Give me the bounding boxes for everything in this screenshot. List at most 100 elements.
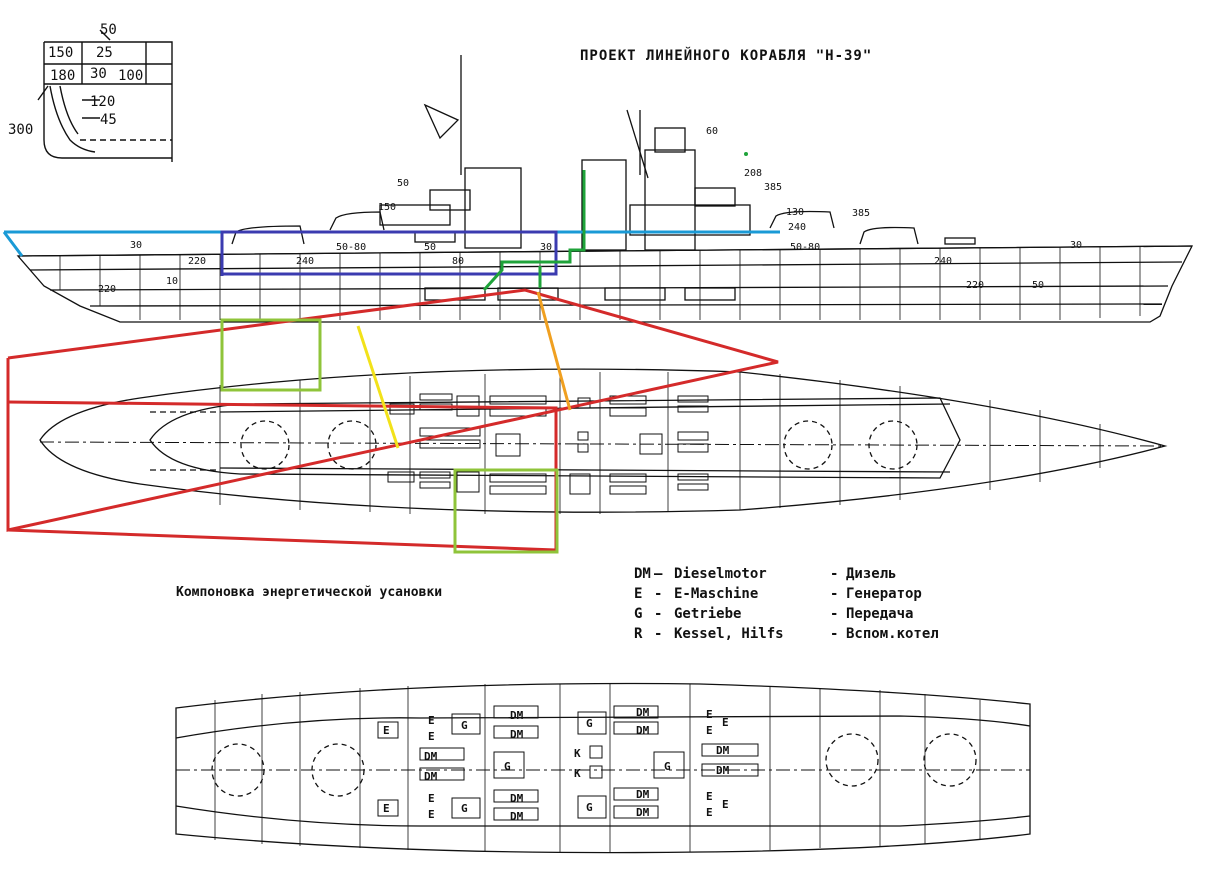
profile-label-220-a: 220	[188, 256, 206, 267]
legend-de-r: Kessel, Hilfs	[674, 626, 784, 642]
label-g-4: G	[664, 760, 671, 773]
legend-ru-dm: Дизель	[846, 566, 897, 582]
label-e-2: E	[428, 714, 435, 727]
label-dm-6: DM	[424, 770, 438, 783]
profile-label-50-b: 50	[424, 242, 436, 253]
legend-abbr-g: G	[634, 606, 642, 622]
highlight-yellow-line	[356, 325, 400, 449]
profile-label-208: 208	[744, 168, 762, 179]
layout-caption: Компоновка энергетической усановки	[176, 585, 442, 600]
legend-dash: -	[830, 626, 838, 642]
ship-side-profile	[16, 55, 1194, 323]
armor-label-25: 25	[96, 45, 113, 61]
diagram-title: ПРОЕКТ ЛИНЕЙНОГО КОРАБЛЯ "Н-39"	[580, 47, 872, 64]
label-dm-11: DM	[636, 788, 650, 801]
profile-label-240-c: 240	[934, 256, 952, 267]
label-dm-9: DM	[510, 792, 524, 805]
label-dm-7: DM	[716, 744, 730, 757]
profile-label-150: 150	[378, 202, 396, 213]
armor-label-300: 300	[8, 122, 33, 138]
highlight-orange-line	[536, 291, 572, 411]
label-e-9: E	[428, 808, 435, 821]
highlight-red-wedge-top	[6, 288, 779, 532]
label-e-11: E	[722, 798, 729, 811]
legend-de-g: Getriebe	[674, 606, 741, 622]
label-dm-12: DM	[636, 806, 650, 819]
label-e-3: E	[428, 730, 435, 743]
armor-label-45: 45	[100, 112, 117, 128]
profile-label-130: 130	[786, 207, 804, 218]
profile-label-385-a: 385	[764, 182, 782, 193]
label-dm-3: DM	[636, 706, 650, 719]
label-e-12: E	[706, 806, 713, 819]
legend-abbr-dm: DM	[634, 566, 651, 582]
label-e-1: E	[383, 724, 390, 737]
machinery-plan	[175, 682, 1031, 854]
legend-abbr-r: R	[634, 626, 643, 642]
legend-dash: -	[830, 586, 838, 602]
legend: DM – Dieselmotor - Дизель E - E-Maschine…	[634, 566, 939, 642]
legend-ru-r: Вспом.котел	[846, 626, 939, 642]
profile-label-385-b: 385	[852, 208, 870, 219]
label-e-10: E	[706, 790, 713, 803]
profile-label-30-a: 30	[130, 240, 142, 251]
profile-label-240-a: 240	[788, 222, 806, 233]
label-e-5: E	[722, 716, 729, 729]
legend-de-dm: Dieselmotor	[674, 566, 767, 582]
label-dm-4: DM	[636, 724, 650, 737]
profile-label-50-80-a: 50-80	[336, 242, 366, 253]
legend-de-e: E-Maschine	[674, 586, 758, 602]
profile-label-80: 80	[452, 256, 464, 267]
legend-dash: -	[830, 566, 838, 582]
legend-dash: –	[654, 566, 663, 582]
highlight-green-dot	[744, 152, 748, 156]
profile-label-30-c: 30	[1070, 240, 1082, 251]
highlight-lime-box-a	[220, 318, 322, 392]
label-g-6: G	[586, 801, 593, 814]
highlight-blue-box	[220, 230, 558, 276]
legend-dash: -	[654, 606, 662, 622]
armor-label-150: 150	[48, 45, 73, 61]
armor-label-120: 120	[90, 94, 115, 110]
highlight-red-wedge-bottom	[7, 400, 558, 552]
label-g-2: G	[586, 717, 593, 730]
label-g-3: G	[504, 760, 511, 773]
profile-label-30-b: 30	[540, 242, 552, 253]
label-e-8: E	[428, 792, 435, 805]
legend-dash: -	[830, 606, 838, 622]
armor-label-180: 180	[50, 68, 75, 84]
label-e-6: E	[706, 724, 713, 737]
profile-label-50-80-b: 50-80	[790, 242, 820, 253]
profile-label-50-c: 50	[1032, 280, 1044, 291]
label-dm-10: DM	[510, 810, 524, 823]
legend-ru-e: Генератор	[846, 586, 922, 602]
legend-dash: -	[654, 586, 662, 602]
label-e-7: E	[383, 802, 390, 815]
legend-abbr-e: E	[634, 586, 642, 602]
profile-label-10: 10	[166, 276, 178, 287]
label-g-5: G	[461, 802, 468, 815]
profile-label-240-b: 240	[296, 256, 314, 267]
armor-label-50: 50	[100, 22, 117, 38]
label-e-4: E	[706, 708, 713, 721]
label-g-1: G	[461, 719, 468, 732]
profile-label-220-c: 220	[98, 284, 116, 295]
label-dm-5: DM	[424, 750, 438, 763]
highlight-green-bracket	[482, 170, 586, 292]
label-dm-1: DM	[510, 709, 524, 722]
label-dm-8: DM	[716, 764, 730, 777]
label-k-2: K	[574, 767, 581, 780]
profile-label-60: 60	[706, 126, 718, 137]
armor-label-100: 100	[118, 68, 143, 84]
legend-dash: -	[654, 626, 662, 642]
ship-deck-plan	[39, 368, 1168, 514]
label-dm-2: DM	[510, 728, 524, 741]
profile-label-50-a: 50	[397, 178, 409, 189]
highlight-lime-box-b	[453, 468, 559, 554]
label-k-1: K	[574, 747, 581, 760]
legend-ru-g: Передача	[846, 606, 913, 622]
armor-cross-section	[37, 29, 173, 162]
profile-label-220-b: 220	[966, 280, 984, 291]
